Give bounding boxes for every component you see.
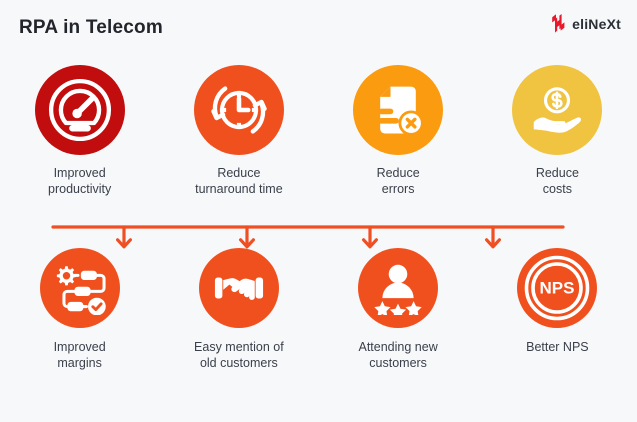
- node-improved-productivity: Improved productivity: [0, 65, 159, 198]
- icon-badge-reduce-errors: [353, 65, 444, 155]
- brand-wordmark: eliNeXt: [572, 16, 621, 32]
- icon-badge-attending-new-customers: [358, 248, 439, 328]
- speedometer-icon: [48, 78, 111, 142]
- customer-rating-stars-icon: [374, 264, 422, 315]
- bottom-outcomes-row: Improved margins Easy mention of old cus…: [0, 248, 637, 372]
- document-error-icon: [378, 86, 424, 136]
- node-label: Better NPS: [526, 340, 589, 354]
- node-label: Reduce errors: [376, 166, 420, 196]
- node-label: Improved margins: [53, 340, 106, 370]
- elinext-n-logo-icon: [552, 14, 565, 33]
- node-reduce-errors: Reduce errors: [319, 65, 478, 198]
- brand-logo: eliNeXt: [551, 14, 621, 34]
- nps-badge-text: NPS: [540, 279, 575, 298]
- node-reduce-costs: Reduce costs: [478, 65, 637, 198]
- node-label: Improved productivity: [48, 166, 112, 196]
- node-attending-new-customers: Attending new customers: [319, 248, 478, 372]
- workflow-automation-icon: [56, 266, 106, 315]
- node-better-nps: NPS Better NPS: [478, 248, 637, 372]
- icon-badge-improved-productivity: [34, 65, 125, 155]
- clock-refresh-icon: [211, 86, 267, 134]
- hand-holding-money-icon: [534, 87, 582, 133]
- icon-badge-easy-mention-old-customers: [198, 248, 279, 328]
- node-easy-mention-old-customers: Easy mention of old customers: [159, 248, 318, 372]
- icon-badge-reduce-costs: [512, 65, 603, 155]
- page-title: RPA in Telecom: [19, 17, 163, 38]
- icon-badge-improved-margins: [39, 248, 120, 328]
- nps-score-icon: NPS: [525, 255, 590, 321]
- node-label: Reduce costs: [535, 166, 579, 196]
- top-benefits-row: Improved productivity Reduce turnaround …: [0, 65, 637, 198]
- node-reduce-turnaround-time: Reduce turnaround time: [159, 65, 318, 198]
- node-label: Easy mention of old customers: [194, 340, 284, 370]
- node-label: Reduce turnaround time: [195, 166, 283, 196]
- node-improved-margins: Improved margins: [0, 248, 159, 372]
- down-arrow-icon: [116, 225, 501, 249]
- handshake-icon: [214, 277, 263, 300]
- icon-badge-better-nps: NPS: [517, 248, 598, 328]
- icon-badge-reduce-turnaround-time: [193, 65, 284, 155]
- node-label: Attending new customers: [358, 340, 438, 370]
